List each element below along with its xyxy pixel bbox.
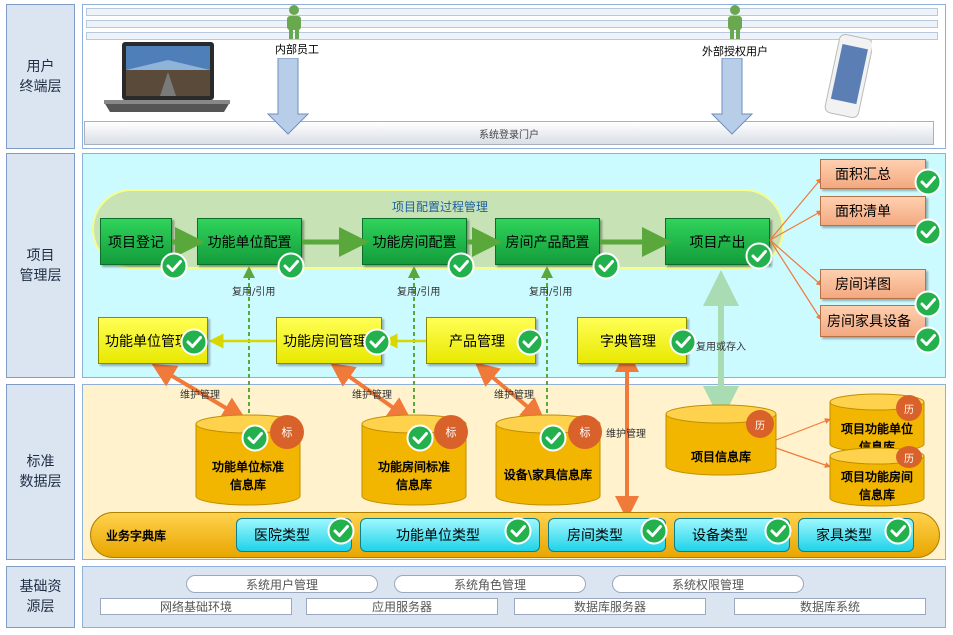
base-app-server[interactable]: 应用服务器 — [306, 598, 498, 615]
unit-management[interactable]: 功能单位管理 — [98, 317, 208, 364]
std-badge-text: 标 — [445, 426, 457, 439]
base-user-mgmt[interactable]: 系统用户管理 — [186, 575, 378, 593]
check-icon — [363, 328, 391, 356]
hist-badge-3: 历 — [896, 446, 922, 468]
laptop-icon — [104, 42, 230, 112]
check-icon — [640, 517, 668, 545]
layer-label-project: 项目 管理层 — [6, 153, 75, 378]
check-icon — [914, 218, 942, 246]
dictionary-title: 业务字典库 — [106, 529, 167, 543]
step-unit-config[interactable]: 功能单位配置 — [197, 218, 302, 265]
external-user-label: 外部授权用户 — [702, 45, 768, 58]
user-stripe-1 — [86, 8, 938, 16]
base-db-server[interactable]: 数据库服务器 — [514, 598, 706, 615]
reuse-label-1: 复用/引用 — [232, 287, 276, 298]
layer-label-base: 基础资 源层 — [6, 566, 75, 628]
base-network[interactable]: 网络基础环境 — [100, 598, 292, 615]
login-portal-label: 系统登录门户 — [479, 129, 539, 141]
hist-badge-2: 历 — [896, 395, 922, 421]
check-icon — [914, 326, 942, 354]
reuse-label-2: 复用/引用 — [397, 287, 441, 298]
check-icon — [764, 517, 792, 545]
check-icon — [539, 424, 567, 452]
output-area-summary[interactable]: 面积汇总 — [820, 159, 926, 189]
step-project-register[interactable]: 项目登记 — [100, 218, 172, 265]
check-icon — [241, 424, 269, 452]
check-icon — [884, 517, 912, 545]
check-icon — [745, 242, 773, 270]
check-icon — [669, 328, 697, 356]
hist-badge-text: 历 — [755, 420, 765, 432]
internal-staff-icon — [287, 5, 301, 39]
hist-badge-1: 历 — [746, 410, 774, 438]
check-icon — [180, 328, 208, 356]
std-badge-2: 标 — [434, 415, 468, 449]
reuse-label-3: 复用/引用 — [529, 287, 573, 298]
internal-staff-label: 内部员工 — [275, 43, 319, 56]
external-down-arrow — [710, 58, 754, 135]
std-badge-text: 标 — [579, 426, 591, 439]
check-icon — [914, 168, 942, 196]
external-user-icon — [728, 5, 742, 39]
dictionary-management[interactable]: 字典管理 — [577, 317, 687, 364]
check-icon — [592, 252, 620, 280]
proj-room-db-label: 项目功能房间 信息库 — [840, 470, 913, 502]
hist-badge-text: 历 — [904, 404, 914, 416]
base-role-mgmt[interactable]: 系统角色管理 — [394, 575, 586, 593]
check-icon — [406, 424, 434, 452]
maintain-label-3: 维护管理 — [494, 390, 534, 401]
room-std-db-label: 功能房间标准 信息库 — [377, 460, 450, 492]
std-badge-text: 标 — [281, 426, 293, 439]
equip-db-label: 设备\家具信息库 — [503, 468, 593, 482]
layer-label-user: 用户 终端层 — [6, 4, 75, 149]
check-icon — [447, 252, 475, 280]
login-portal-bar[interactable]: 系统登录门户 — [84, 121, 934, 145]
internal-down-arrow — [266, 58, 310, 135]
check-icon — [160, 252, 188, 280]
base-db-system[interactable]: 数据库系统 — [734, 598, 926, 615]
maintain-label-4: 维护管理 — [606, 429, 646, 440]
step-room-config[interactable]: 功能房间配置 — [362, 218, 467, 265]
output-room-detail[interactable]: 房间详图 — [820, 269, 926, 299]
std-badge-1: 标 — [270, 415, 304, 449]
maintain-label-2: 维护管理 — [352, 390, 392, 401]
check-icon — [277, 252, 305, 280]
check-icon — [327, 517, 355, 545]
unit-std-db-label: 功能单位标准 信息库 — [211, 460, 284, 492]
step-product-config[interactable]: 房间产品配置 — [495, 218, 600, 265]
user-stripe-2 — [86, 20, 938, 28]
process-title: 项目配置过程管理 — [391, 200, 488, 214]
project-db-label: 项目信息库 — [690, 450, 751, 464]
check-icon — [914, 290, 942, 318]
base-permission-mgmt[interactable]: 系统权限管理 — [612, 575, 804, 593]
layer-label-standard: 标准 数据层 — [6, 384, 75, 560]
output-room-equipment[interactable]: 房间家具设备 — [820, 305, 926, 337]
user-stripe-3 — [86, 32, 938, 40]
reuse-or-save-label: 复用或存入 — [696, 342, 746, 353]
hist-badge-text: 历 — [904, 453, 914, 465]
check-icon — [504, 517, 532, 545]
std-badge-3: 标 — [568, 415, 602, 449]
phone-icon — [824, 34, 872, 119]
output-area-list[interactable]: 面积清单 — [820, 196, 926, 226]
check-icon — [516, 328, 544, 356]
maintain-label-1: 维护管理 — [180, 390, 220, 401]
